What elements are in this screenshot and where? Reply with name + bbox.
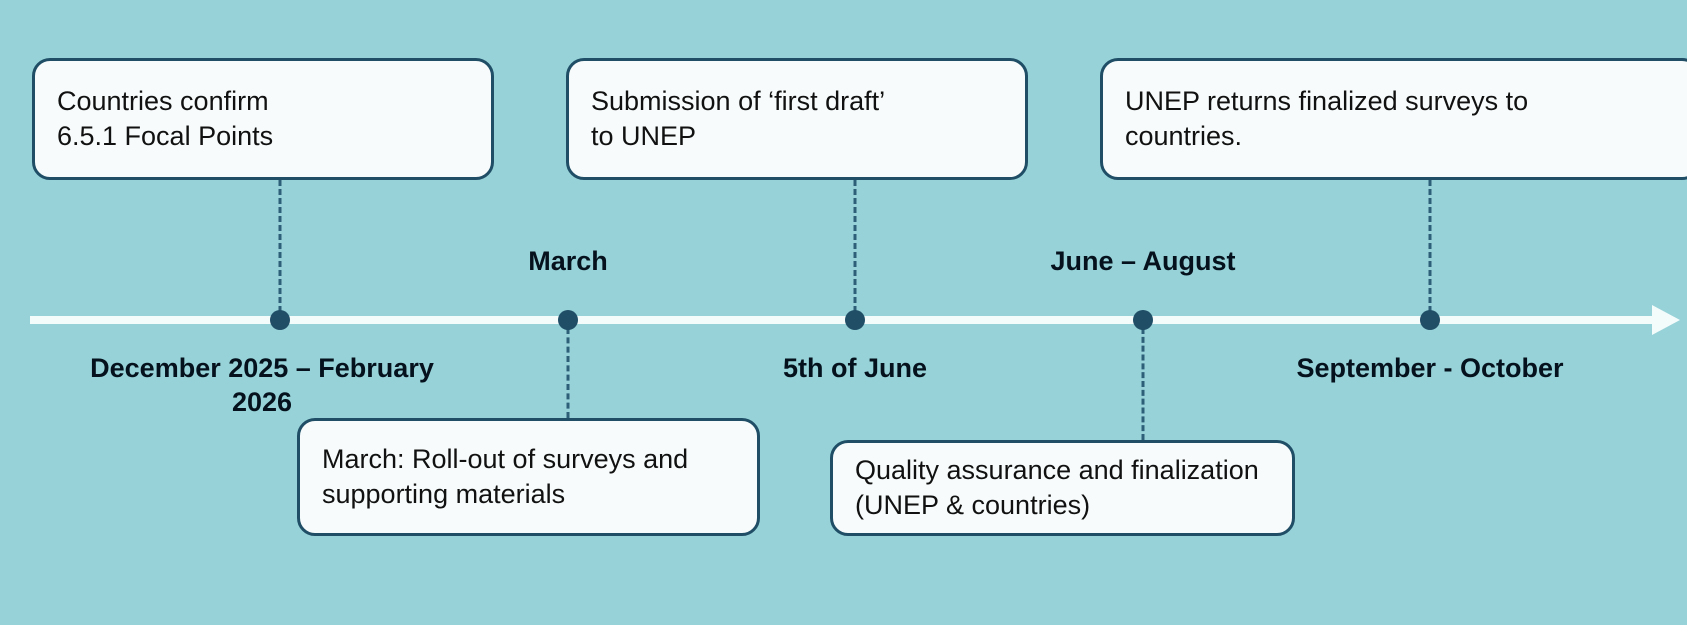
timeline-marker-5[interactable] xyxy=(1420,310,1440,330)
connector-line-2 xyxy=(566,328,570,418)
axis-label-1: December 2025 – February 2026 xyxy=(90,353,434,417)
milestone-card-2-text: March: Roll-out of surveys and supportin… xyxy=(322,444,689,509)
connector-line-1 xyxy=(278,180,282,312)
connector-line-4 xyxy=(1141,328,1145,440)
milestone-card-4[interactable]: Quality assurance and finalization (UNEP… xyxy=(830,440,1295,536)
axis-label-4: June – August xyxy=(1050,246,1236,276)
milestone-card-1-text: Countries confirm 6.5.1 Focal Points xyxy=(57,86,274,151)
milestone-card-1[interactable]: Countries confirm 6.5.1 Focal Points xyxy=(32,58,494,180)
axis-label-5: September - October xyxy=(1296,353,1564,383)
axis-label-2: March xyxy=(528,246,608,276)
timeline-arrow-icon xyxy=(1652,305,1680,335)
connector-line-3 xyxy=(853,180,857,312)
milestone-card-2[interactable]: March: Roll-out of surveys and supportin… xyxy=(297,418,760,536)
milestone-card-4-text: Quality assurance and finalization (UNEP… xyxy=(855,455,1259,520)
milestone-card-3[interactable]: Submission of ‘first draft’ to UNEP xyxy=(566,58,1028,180)
timeline-marker-3[interactable] xyxy=(845,310,865,330)
timeline-marker-1[interactable] xyxy=(270,310,290,330)
timeline-marker-4[interactable] xyxy=(1133,310,1153,330)
timeline-marker-2[interactable] xyxy=(558,310,578,330)
milestone-card-5-text: UNEP returns finalized surveys to countr… xyxy=(1125,86,1529,151)
milestone-card-3-text: Submission of ‘first draft’ to UNEP xyxy=(591,86,886,151)
milestone-card-5[interactable]: UNEP returns finalized surveys to countr… xyxy=(1100,58,1687,180)
connector-line-5 xyxy=(1428,180,1432,312)
axis-label-3: 5th of June xyxy=(782,353,927,383)
